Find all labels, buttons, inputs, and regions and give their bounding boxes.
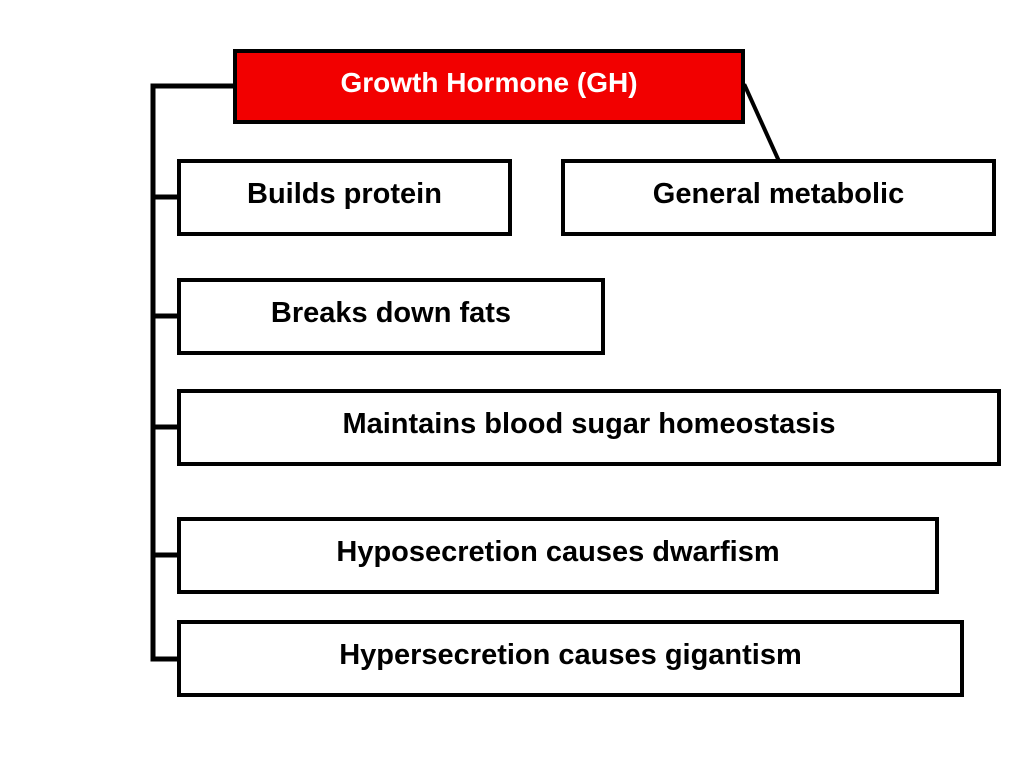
builds-protein-box: Builds protein xyxy=(177,159,512,236)
breaks-down-fats-box: Breaks down fats xyxy=(177,278,605,355)
hypersecretion-gigantism-label: Hypersecretion causes gigantism xyxy=(339,639,802,671)
metabolic-diagonal-line xyxy=(742,83,781,162)
blood-sugar-homeostasis-box: Maintains blood sugar homeostasis xyxy=(177,389,1001,466)
growth-hormone-root-label: Growth Hormone (GH) xyxy=(340,66,638,98)
growth-hormone-root-box: Growth Hormone (GH) xyxy=(233,49,745,124)
breaks-down-fats-label: Breaks down fats xyxy=(270,297,512,329)
hypersecretion-gigantism-box: Hypersecretion causes gigantism xyxy=(177,620,964,697)
general-metabolic-box: General metabolic xyxy=(561,159,996,236)
hyposecretion-dwarfism-label: Hyposecretion causes dwarfism xyxy=(336,536,780,568)
hyposecretion-dwarfism-box: Hyposecretion causes dwarfism xyxy=(177,517,939,594)
builds-protein-label: Builds protein xyxy=(247,178,442,210)
general-metabolic-label: General metabolic xyxy=(652,178,905,210)
blood-sugar-homeostasis-label: Maintains blood sugar homeostasis xyxy=(342,408,836,440)
